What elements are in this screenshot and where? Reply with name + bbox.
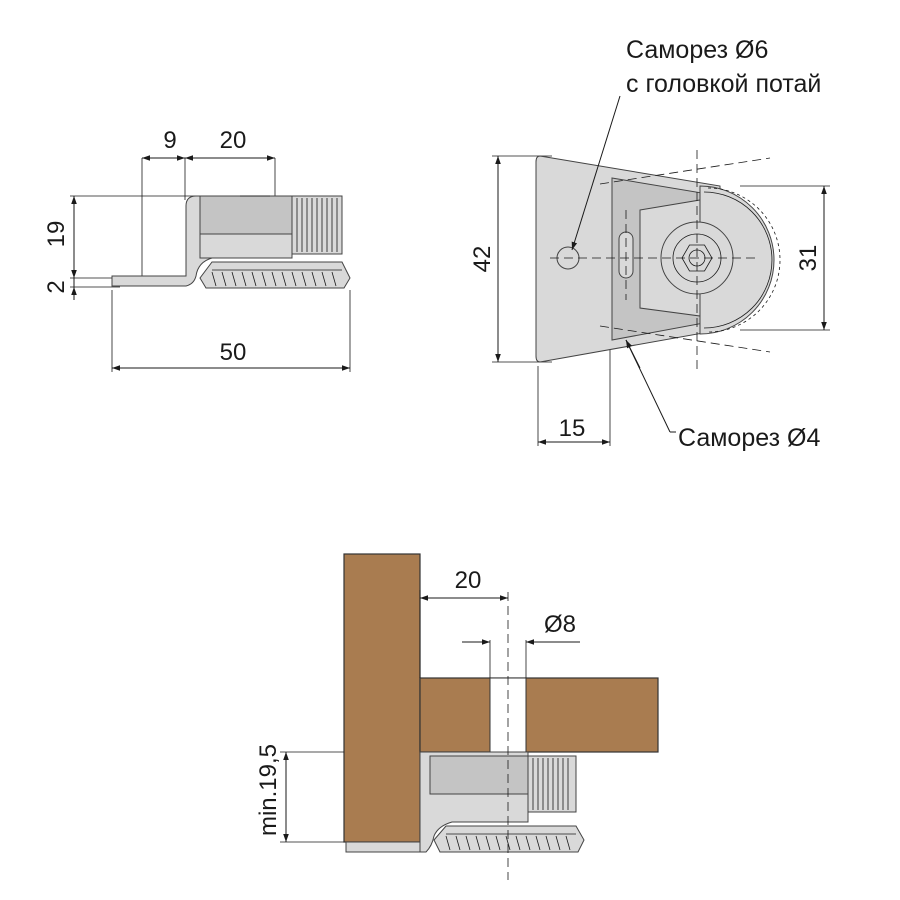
top-view: 42 31 15 Саморез Ø6 с головкой потай Сам…	[469, 36, 830, 452]
dim-min-19-5: min.19,5	[255, 744, 282, 836]
assembly-view: 20 Ø8 min.19,5	[255, 553, 659, 880]
dim-19: 19	[43, 221, 70, 248]
side-view: 9 20 19 2 50	[43, 127, 351, 372]
dim-42: 42	[469, 246, 496, 273]
callout-screw6-line1: Саморез Ø6	[626, 36, 768, 64]
dim-31: 31	[795, 245, 822, 272]
dim-15: 15	[559, 415, 586, 442]
top-wheel	[699, 185, 775, 335]
side-teeth	[199, 261, 351, 289]
dim-2: 2	[43, 280, 70, 293]
dim-50: 50	[220, 339, 247, 366]
callout-screw6-line2: с головкой потай	[626, 70, 821, 98]
dim-9: 9	[163, 127, 176, 154]
dim-20-side: 20	[220, 127, 247, 154]
dim-bore-8: Ø8	[544, 611, 576, 638]
dim-20-assembly: 20	[455, 567, 482, 594]
vertical-panel	[343, 553, 421, 843]
horizontal-shelf	[419, 677, 659, 753]
side-knurl	[291, 195, 343, 255]
callout-screw4: Саморез Ø4	[678, 424, 820, 452]
